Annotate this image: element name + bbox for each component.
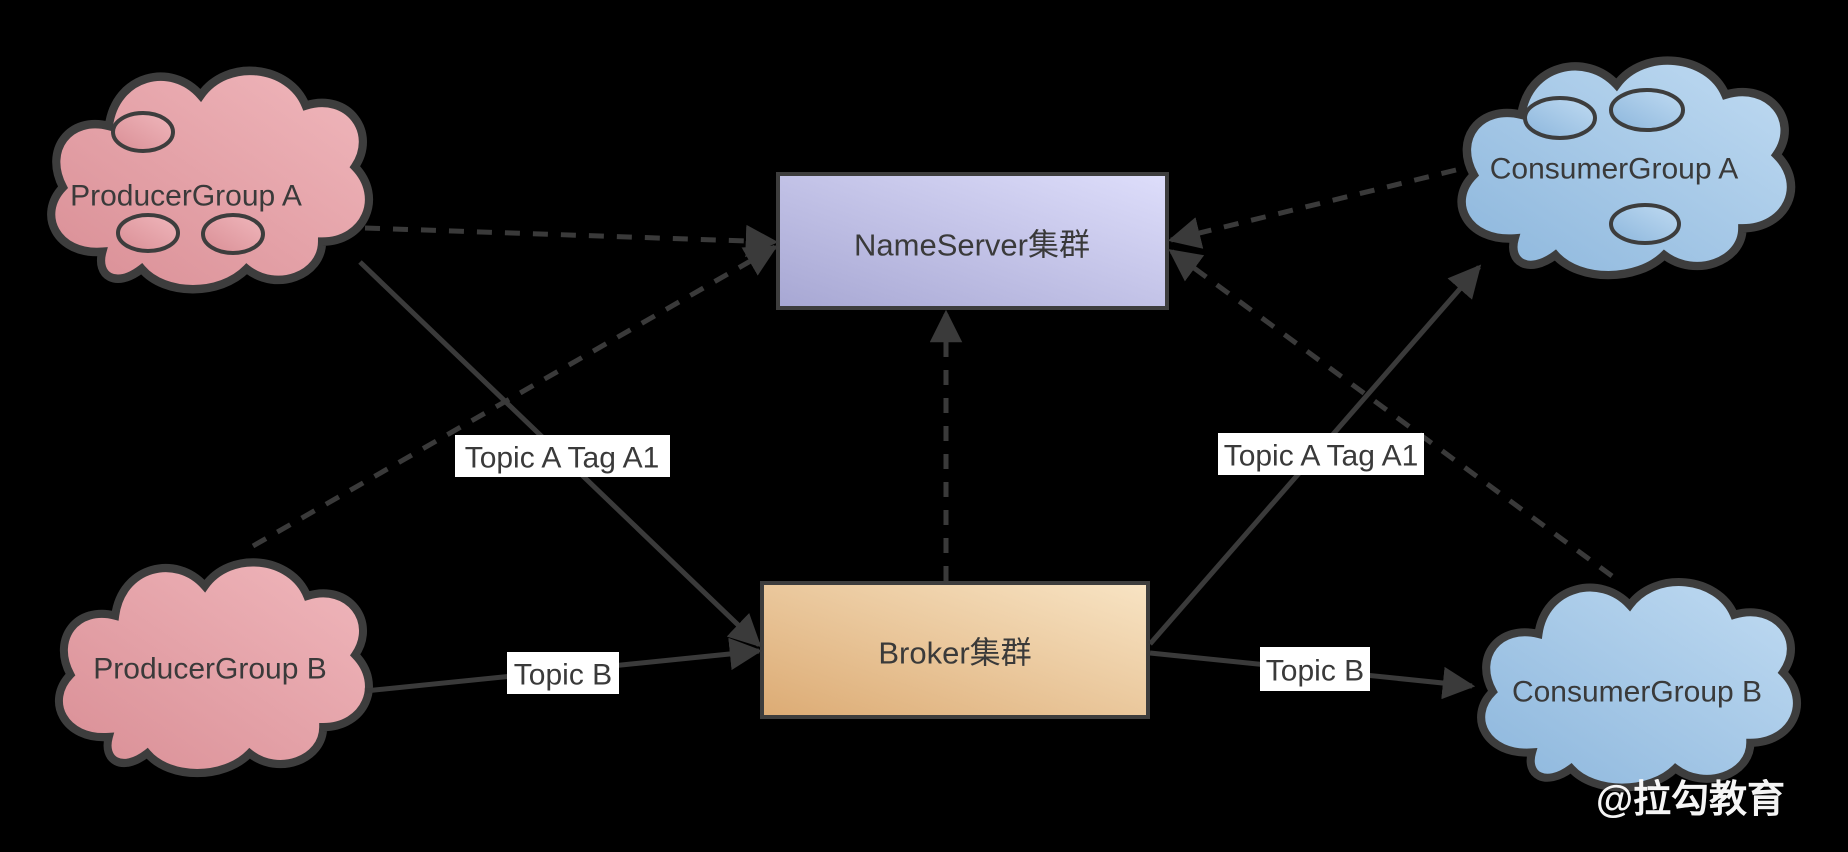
edge-label-topic-b-right: Topic B — [1266, 655, 1364, 688]
watermark-text: @拉勾教育 — [1596, 779, 1785, 821]
edge-label-bg — [455, 435, 670, 477]
edge-label-bg — [1260, 647, 1370, 691]
nameserver-label: NameServer集群 — [854, 228, 1090, 263]
broker-box — [760, 581, 1150, 719]
consumer-group-b-label: ConsumerGroup B — [1512, 676, 1762, 709]
consumer-group-a-label: ConsumerGroup A — [1490, 153, 1738, 186]
edge-label-topic-b-left: Topic B — [514, 659, 612, 692]
consumer-a-instance-bubble — [1523, 96, 1597, 140]
edge-label-topic-a-right: Topic A Tag A1 — [1224, 440, 1419, 473]
edge-label-bg — [1218, 433, 1424, 475]
consumer-a-instance-bubble — [1609, 88, 1685, 132]
edge-label-bg — [507, 652, 619, 694]
consumer-a-instance-bubble — [1609, 203, 1681, 245]
edge-consumer-a-to-nameserver — [1167, 167, 1457, 249]
producer-group-b-label: ProducerGroup B — [93, 653, 326, 686]
nameserver-box — [776, 172, 1169, 310]
producer-group-a-label: ProducerGroup A — [70, 180, 302, 213]
edge-consumer-b-to-nameserver — [1168, 248, 1614, 579]
producer-a-instance-bubble — [201, 213, 265, 255]
producer-a-instance-bubble — [116, 213, 180, 253]
edge-label-topic-a-left: Topic A Tag A1 — [465, 442, 660, 475]
edge-producer-a-to-nameserver — [364, 224, 779, 258]
producer-a-instance-bubble — [111, 111, 175, 153]
broker-label: Broker集群 — [878, 636, 1031, 671]
